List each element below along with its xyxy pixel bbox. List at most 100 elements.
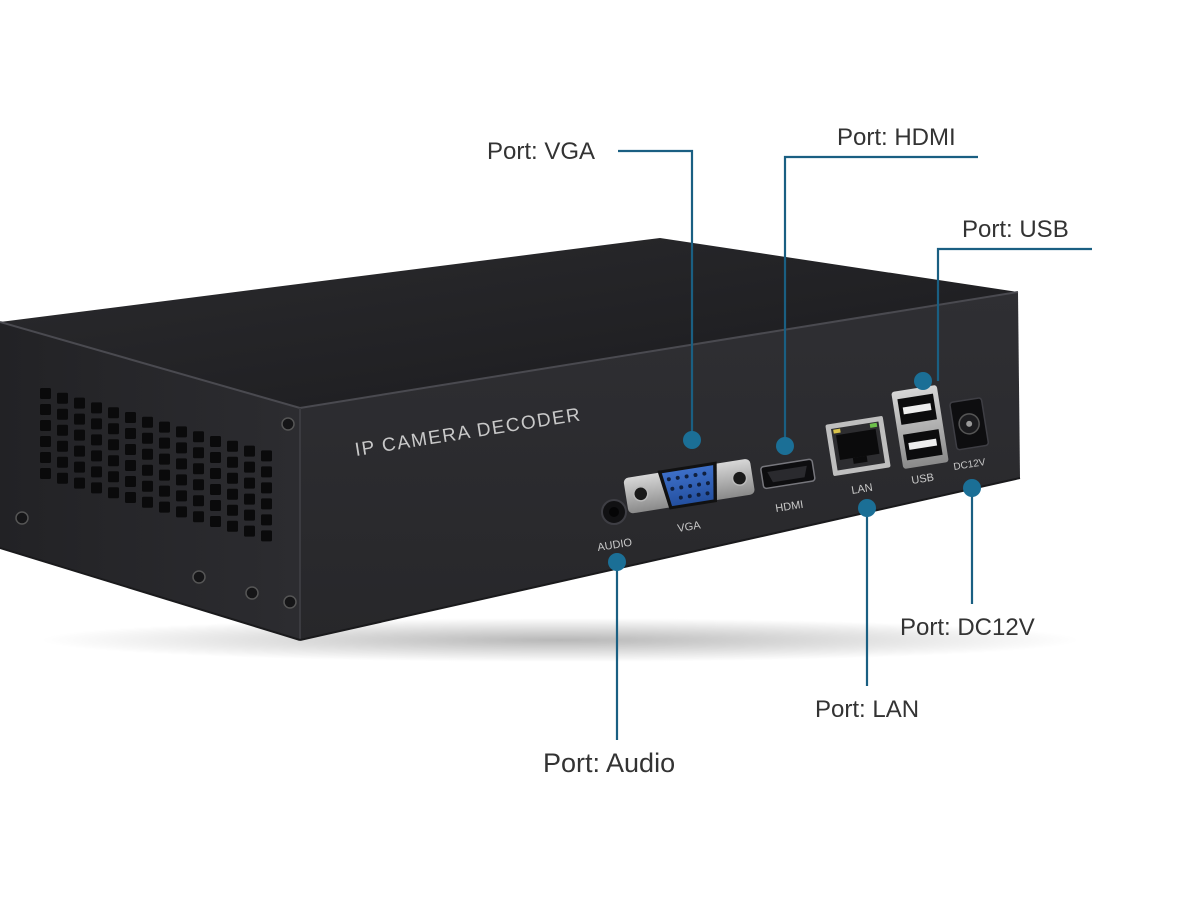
vent-slot [91, 450, 102, 462]
vent-slot [176, 490, 187, 502]
vent-slot [261, 514, 272, 526]
chassis-top [0, 238, 1018, 408]
vent-slot [244, 525, 255, 537]
vent-slot [227, 456, 238, 468]
vent-slot [142, 432, 153, 444]
dc-jack [949, 397, 990, 451]
vent-slot [227, 472, 238, 484]
vent-slot [108, 407, 119, 419]
vent-slot [159, 501, 170, 513]
vent-slot [142, 464, 153, 476]
vga-pin [670, 486, 675, 491]
vent-slot [227, 440, 238, 452]
vent-slot [74, 445, 85, 457]
vga-pin [693, 473, 698, 478]
hdmi-leader-dot [776, 437, 794, 455]
vent-slot [40, 468, 51, 479]
vga-pin [684, 474, 689, 479]
usb-marking: USB [911, 472, 935, 487]
vga-leader-line [618, 149, 694, 440]
vent-slot [244, 509, 255, 521]
vent-slot [57, 472, 68, 484]
hdmi-port [760, 458, 816, 490]
dc-marking: DC12V [953, 457, 987, 473]
vent-slot [227, 520, 238, 532]
usb-callout-label: Port: USB [962, 216, 1069, 243]
vga-pin [697, 482, 702, 487]
vent-slot [142, 416, 153, 428]
vent-slot [125, 476, 136, 487]
screw [192, 570, 206, 584]
vent-slot [125, 412, 136, 423]
vent-slot [40, 436, 51, 447]
vent-slot [40, 452, 51, 463]
lan-marking: LAN [851, 482, 874, 497]
vent-slot [261, 450, 272, 462]
lan-callout-label: Port: LAN [815, 696, 920, 723]
vent-slot [176, 474, 187, 486]
vga-pin [705, 481, 710, 486]
vent-slot [142, 448, 153, 460]
vga-pin [688, 483, 693, 488]
vga-pin [702, 471, 707, 476]
screw [281, 417, 295, 431]
usb-leader-dot [914, 372, 932, 390]
vent-slot [210, 500, 221, 511]
screw [283, 595, 297, 609]
vent-slot [159, 453, 170, 465]
vga-pin [705, 491, 710, 496]
vent-slot [193, 447, 204, 459]
vent-slot [159, 421, 170, 433]
left-bottom-edge [0, 547, 301, 641]
vent-slot [57, 424, 68, 436]
vent-slot [193, 479, 204, 491]
vga-pin [666, 477, 671, 482]
vent-slot [176, 458, 187, 470]
lan-leader-dot [858, 499, 876, 517]
audio-marking: AUDIO [597, 537, 634, 554]
vent-slot [91, 402, 102, 414]
vent-slot [193, 431, 204, 443]
vent-slot [210, 516, 221, 527]
vent-slot [108, 487, 119, 499]
vent-slot [40, 420, 51, 431]
hdmi-marking: HDMI [775, 499, 805, 515]
vent-slot [40, 404, 51, 415]
vent-slot [227, 488, 238, 500]
lan-port [825, 416, 891, 476]
vga-port [623, 459, 755, 514]
vent-slot [108, 455, 119, 467]
vent-slot [74, 429, 85, 441]
vent-grille [40, 388, 272, 542]
vga-pin [696, 492, 701, 497]
vent-slot [108, 471, 119, 483]
vent-slot [57, 456, 68, 468]
vent-slot [159, 437, 170, 449]
audio-callout-label: Port: Audio [543, 748, 676, 778]
vent-slot [210, 468, 221, 479]
vga-leader-dot [683, 431, 701, 449]
vent-slot [261, 498, 272, 510]
vent-slot [210, 484, 221, 495]
vent-slot [57, 392, 68, 404]
vga-pin [675, 475, 680, 480]
vent-slot [227, 504, 238, 516]
vent-slot [176, 426, 187, 438]
vent-slot [261, 530, 272, 542]
vent-slot [125, 492, 136, 503]
vent-slot [176, 506, 187, 518]
vent-slot [91, 466, 102, 478]
vent-slot [193, 511, 204, 523]
vent-slot [244, 461, 255, 473]
vent-slot [159, 469, 170, 481]
dc12v-callout-label: Port: DC12V [900, 614, 1035, 641]
vent-slot [142, 480, 153, 492]
hdmi-leader-line [783, 155, 978, 446]
vent-slot [193, 463, 204, 475]
screw [15, 511, 29, 525]
screw [245, 586, 259, 600]
dc12v-leader-dot [963, 479, 981, 497]
vga-marking: VGA [677, 519, 702, 535]
vent-slot [74, 413, 85, 425]
